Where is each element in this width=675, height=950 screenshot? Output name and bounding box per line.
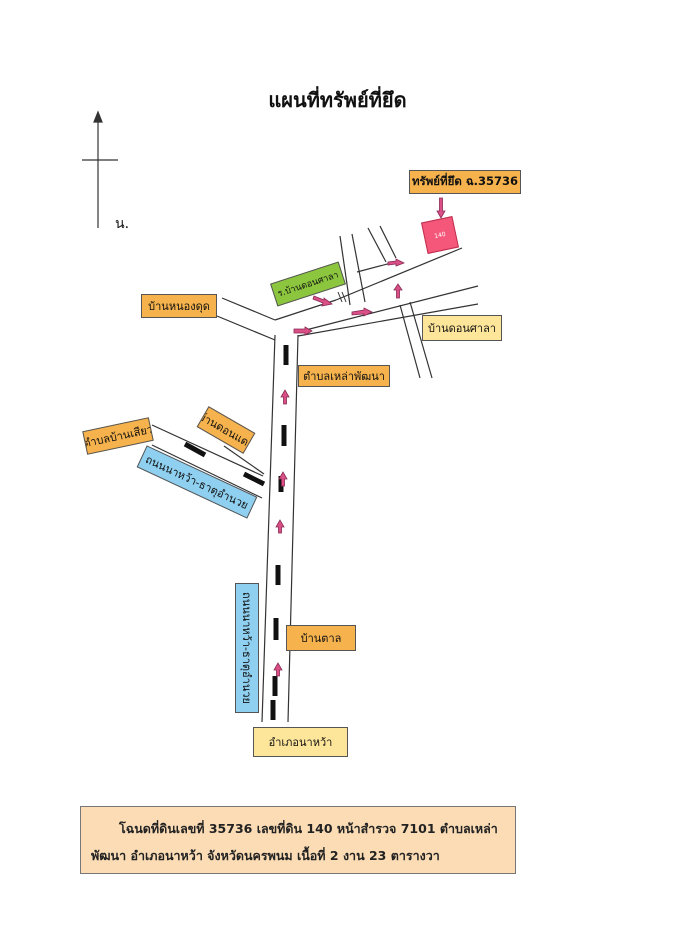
arrow-up-icon — [275, 519, 285, 534]
map-title: แผนที่ทรัพย์ที่ยึด — [268, 88, 407, 112]
arrow-right-icon — [293, 326, 313, 336]
arrow-up-icon — [278, 471, 288, 487]
road-vertical-label: ถนนนาหว้า-ธาตุอำนวย — [235, 583, 259, 713]
road-centerline — [183, 345, 289, 720]
ban-nong-dud-label: บ้านหนองดุด — [141, 294, 217, 318]
ban-tan-label: บ้านตาล — [286, 625, 356, 651]
north-label: น. — [115, 216, 130, 232]
arrow-right-icon — [312, 295, 333, 307]
road-lines — [82, 110, 479, 723]
route-arrows — [273, 197, 446, 677]
arrow-right-icon — [351, 307, 373, 317]
north-arrow-icon — [82, 110, 118, 228]
deed-info-line2: พัฒนา อำเภอนาหว้า จังหวัดนครพนม เนื้อที่… — [91, 848, 440, 863]
deed-info-line1: โฉนดที่ดินเลขที่ 35736 เลขที่ดิน 140 หน้… — [119, 821, 498, 836]
ban-don-sala-label: บ้านดอนศาลา — [422, 315, 502, 341]
seized-property-label: ทรัพย์ที่ยึด ฉ.35736 — [409, 170, 521, 194]
arrow-up-icon — [273, 662, 283, 677]
arrow-down-icon — [436, 197, 446, 219]
amphoe-na-wa-label: อำเภอนาหว้า — [253, 727, 348, 757]
seized-parcel: 140 — [421, 216, 459, 254]
tambon-lao-phatthana-label: ตำบลเหล่าพัฒนา — [298, 365, 390, 387]
road-vertical-text: ถนนนาหว้า-ธาตุอำนวย — [240, 592, 253, 704]
arrow-up-icon — [393, 283, 403, 299]
arrow-right-icon — [387, 258, 405, 267]
deed-info-box: โฉนดที่ดินเลขที่ 35736 เลขที่ดิน 140 หน้… — [80, 806, 516, 874]
small-arrow-marks — [337, 291, 347, 303]
arrow-up-icon — [280, 389, 290, 405]
